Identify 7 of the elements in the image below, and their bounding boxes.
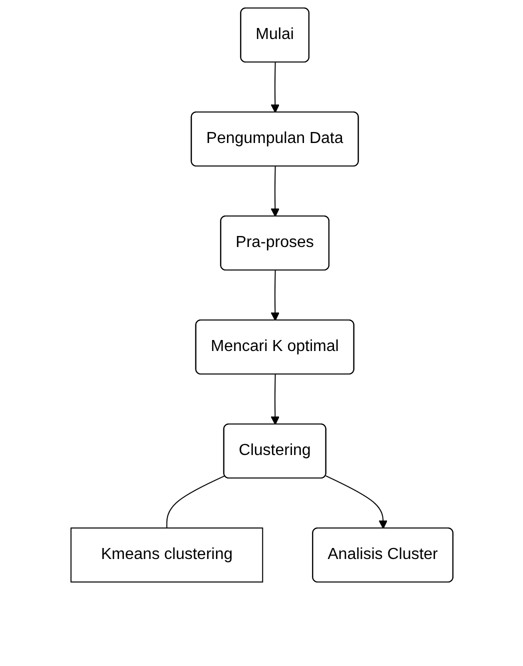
arrow [324, 475, 388, 529]
arrow [270, 62, 280, 113]
arrow [270, 374, 280, 425]
node-box: Kmeans clustering [70, 528, 263, 582]
arrow [270, 166, 280, 217]
arrow [270, 270, 280, 321]
connector [166, 475, 225, 528]
